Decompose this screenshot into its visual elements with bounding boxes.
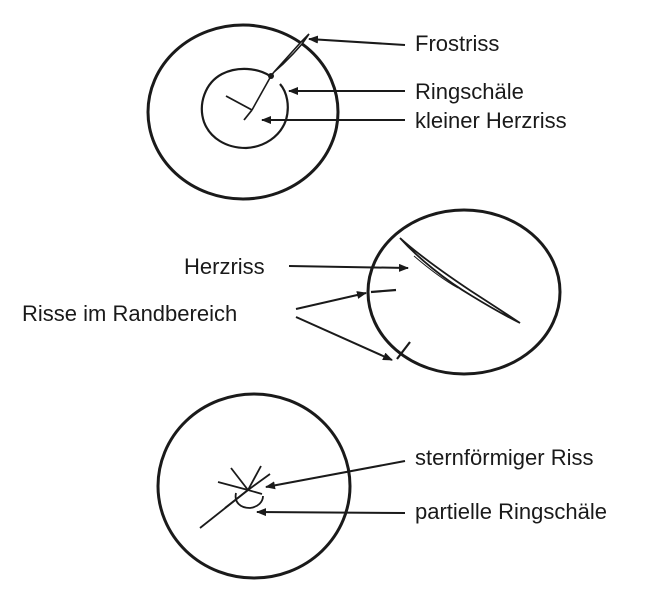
pointer-lines bbox=[256, 35, 409, 517]
label-risse-randbereich: Risse im Randbereich bbox=[22, 301, 238, 326]
label-frostriss: Frostriss bbox=[415, 31, 500, 56]
heart-crack bbox=[399, 237, 521, 324]
edge-crack-1 bbox=[370, 288, 397, 294]
arrow-randbereich-2 bbox=[295, 316, 393, 361]
log-middle bbox=[366, 208, 562, 376]
log-bottom bbox=[156, 392, 352, 580]
log-middle-outline bbox=[366, 208, 562, 376]
label-partielle-ringschaele: partielle Ringschäle bbox=[415, 499, 607, 524]
label-sternfoermiger-riss: sternförmiger Riss bbox=[415, 445, 594, 470]
partial-ring-shake bbox=[234, 492, 264, 509]
log-top-outline bbox=[146, 23, 340, 201]
arrow-partielle-ringschaele bbox=[256, 508, 406, 517]
arrow-herzriss bbox=[288, 263, 409, 272]
edge-crack-2 bbox=[396, 341, 411, 360]
ring-shake bbox=[200, 67, 289, 150]
small-heart-crack bbox=[225, 75, 272, 121]
label-ringschaele: Ringschäle bbox=[415, 79, 524, 104]
star-crack bbox=[199, 465, 271, 529]
frost-crack bbox=[273, 33, 310, 73]
arrow-randbereich-1 bbox=[295, 291, 367, 310]
arrow-sternfoermig bbox=[265, 460, 406, 490]
label-herzriss: Herzriss bbox=[184, 254, 265, 279]
log-bottom-outline bbox=[156, 392, 352, 580]
label-kleiner-herzriss: kleiner Herzriss bbox=[415, 108, 567, 133]
arrow-frostriss bbox=[308, 35, 406, 46]
log-top bbox=[146, 23, 340, 201]
